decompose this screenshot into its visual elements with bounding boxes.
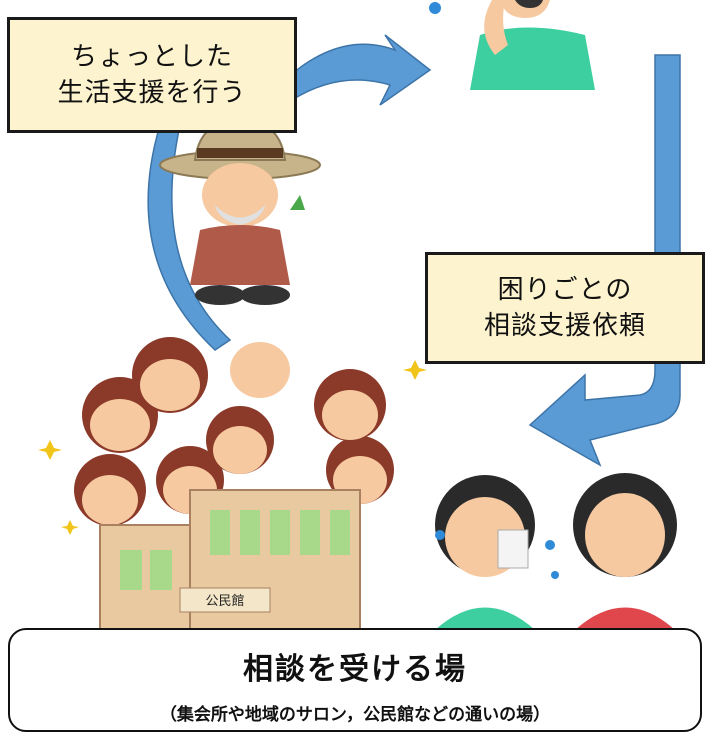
arrow-right-down xyxy=(528,54,681,467)
community-hall-illustration: 公民館 xyxy=(38,337,427,630)
support-action-box: ちょっとした 生活支援を行う xyxy=(7,17,297,133)
elderly-man-illustration xyxy=(159,118,321,305)
helper-person-illustration xyxy=(429,0,595,90)
consultation-request-line2: 相談支援依頼 xyxy=(483,311,646,341)
support-action-line1: ちょっとした xyxy=(70,42,233,72)
consulting-women-illustration xyxy=(435,473,677,630)
support-action-line2: 生活支援を行う xyxy=(57,78,247,108)
building-plate-label: 公民館 xyxy=(205,594,244,609)
consultation-venue-subtitle: （集会所や地域のサロン，公民館などの通いの場） xyxy=(159,705,551,725)
consultation-request-box: 困りごとの 相談支援依頼 xyxy=(425,252,705,364)
consultation-venue-box: 相談を受ける場 （集会所や地域のサロン，公民館などの通いの場） xyxy=(8,628,702,732)
arrow-left-curve xyxy=(147,124,232,351)
arrow-left-to-top xyxy=(284,34,432,106)
consultation-venue-title: 相談を受ける場 xyxy=(243,652,467,687)
consultation-request-line1: 困りごとの xyxy=(497,275,633,305)
